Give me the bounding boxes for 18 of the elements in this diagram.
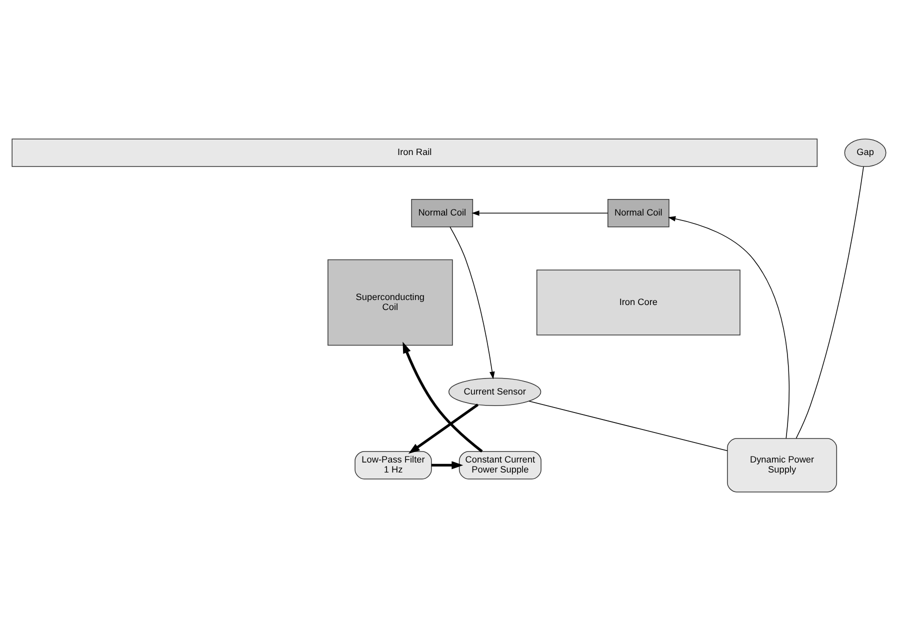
node-ellipse: Gap [844, 138, 886, 167]
arrow [408, 404, 479, 454]
node-ellipse: Current Sensor [448, 378, 542, 406]
connector [796, 166, 864, 439]
node-box: Normal Coil [411, 199, 474, 228]
node-box: Normal Coil [608, 199, 670, 228]
arrow [450, 226, 495, 380]
node-box: Constant Current Power Supple [458, 451, 542, 480]
arrow [402, 342, 483, 452]
arrow [472, 210, 608, 216]
node-box: Iron Core [536, 270, 740, 336]
node-box: Superconducting Coil [328, 259, 453, 346]
node-box: Low-Pass Filter 1 Hz [354, 451, 432, 480]
arrow [431, 461, 464, 470]
connector [528, 400, 728, 452]
node-box: Iron Rail [12, 138, 818, 167]
node-box: Dynamic Power Supply [727, 438, 838, 492]
arrow [668, 216, 790, 439]
